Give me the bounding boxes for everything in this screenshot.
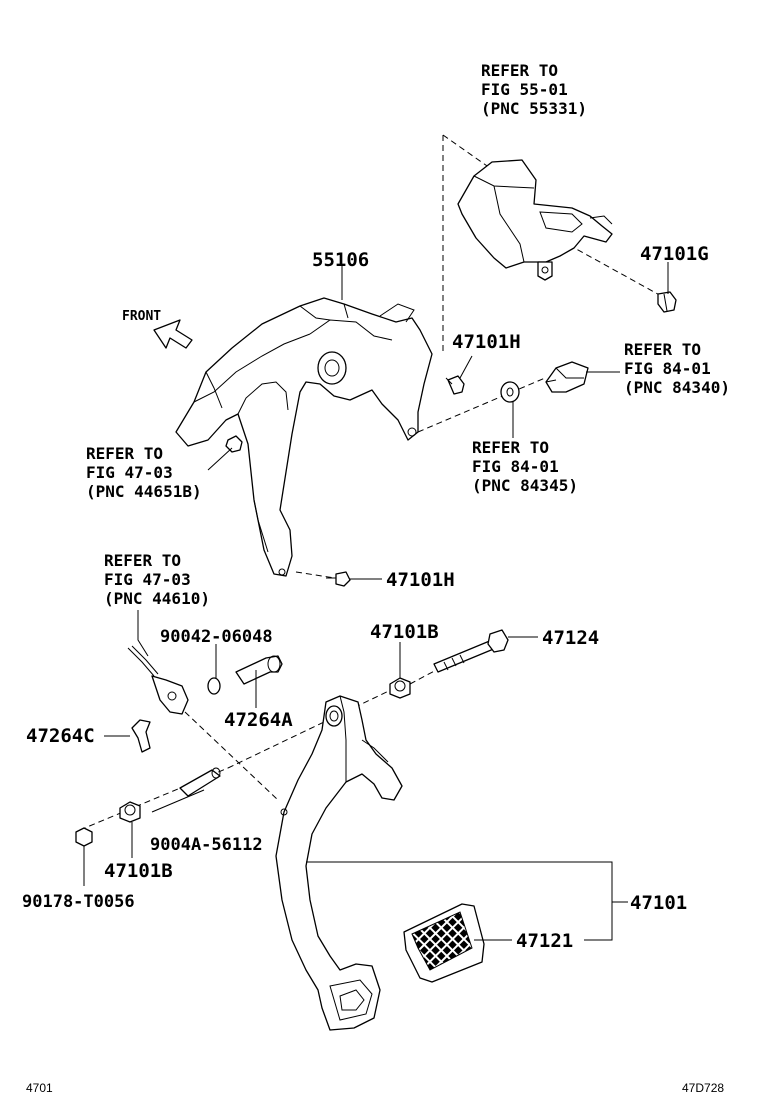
washer-84345 [500, 381, 520, 403]
ref-47-03-nut: REFER TO FIG 47-03 (PNC 44651B) [86, 444, 202, 501]
collar-9004A [179, 767, 221, 797]
svg-text:FIG 84-01: FIG 84-01 [624, 359, 711, 378]
part-47101H-bottom: 47101H [386, 569, 455, 591]
svg-text:(PNC 55331): (PNC 55331) [481, 99, 587, 118]
ref-55-01: REFER TO FIG 55-01 (PNC 55331) [481, 61, 587, 118]
bushing-47101B-top [389, 677, 411, 699]
svg-text:REFER TO: REFER TO [481, 61, 558, 80]
bolt-47101G [657, 291, 677, 313]
part-47101B-top: 47101B [370, 621, 439, 643]
svg-text:(PNC 44610): (PNC 44610) [104, 589, 210, 608]
ref-84-01-washer: REFER TO FIG 84-01 (PNC 84345) [472, 438, 578, 495]
part-47101: 47101 [630, 892, 687, 914]
part-47264A: 47264A [224, 709, 293, 731]
svg-text:FIG 47-03: FIG 47-03 [86, 463, 173, 482]
pedal-support-bracket [175, 297, 433, 577]
front-arrow-icon [153, 319, 193, 349]
stop-lamp-switch [545, 361, 589, 393]
part-47101B-bottom: 47101B [104, 860, 173, 882]
part-47121: 47121 [516, 930, 573, 952]
part-47124: 47124 [542, 627, 599, 649]
upper-bracket [457, 159, 613, 281]
bolt-47124 [433, 629, 509, 673]
clevis-cable-assembly [127, 645, 189, 715]
footer-figure-number: 4701 [26, 1081, 53, 1095]
front-label: FRONT [122, 309, 161, 324]
svg-text:(PNC 84345): (PNC 84345) [472, 476, 578, 495]
svg-text:FIG 55-01: FIG 55-01 [481, 80, 568, 99]
nut-44651B [225, 435, 243, 453]
svg-text:FIG 84-01: FIG 84-01 [472, 457, 559, 476]
bolt-47101H-bottom [326, 571, 351, 587]
ref-47-03-cable: REFER TO FIG 47-03 (PNC 44610) [104, 551, 210, 608]
part-47264C: 47264C [26, 725, 95, 747]
part-47101H-top: 47101H [452, 331, 521, 353]
washer-90042 [207, 677, 221, 695]
pin-47264A [235, 655, 283, 685]
part-9004A-56112: 9004A-56112 [150, 835, 263, 855]
svg-text:FIG 47-03: FIG 47-03 [104, 570, 191, 589]
ref-84-01-switch: REFER TO FIG 84-01 (PNC 84340) [624, 340, 730, 397]
nut-90178 [75, 827, 93, 847]
footer-illustration-code: 47D728 [682, 1081, 724, 1095]
svg-text:REFER TO: REFER TO [472, 438, 549, 457]
clip-47264C [131, 719, 151, 753]
svg-text:(PNC 84340): (PNC 84340) [624, 378, 730, 397]
svg-text:REFER TO: REFER TO [86, 444, 163, 463]
brake-pedal-arm [275, 695, 403, 1031]
svg-text:REFER TO: REFER TO [624, 340, 701, 359]
bushing-47101B-bottom [119, 801, 141, 823]
part-90178-T0056: 90178-T0056 [22, 892, 135, 912]
leader-lines [83, 262, 669, 941]
part-55106: 55106 [312, 249, 369, 271]
bolt-47101H-top [445, 375, 465, 395]
svg-text:REFER TO: REFER TO [104, 551, 181, 570]
part-47101G: 47101G [640, 243, 709, 265]
svg-text:(PNC 44651B): (PNC 44651B) [86, 482, 202, 501]
part-90042-06048: 90042-06048 [160, 627, 273, 647]
pedal-pad [403, 903, 485, 983]
